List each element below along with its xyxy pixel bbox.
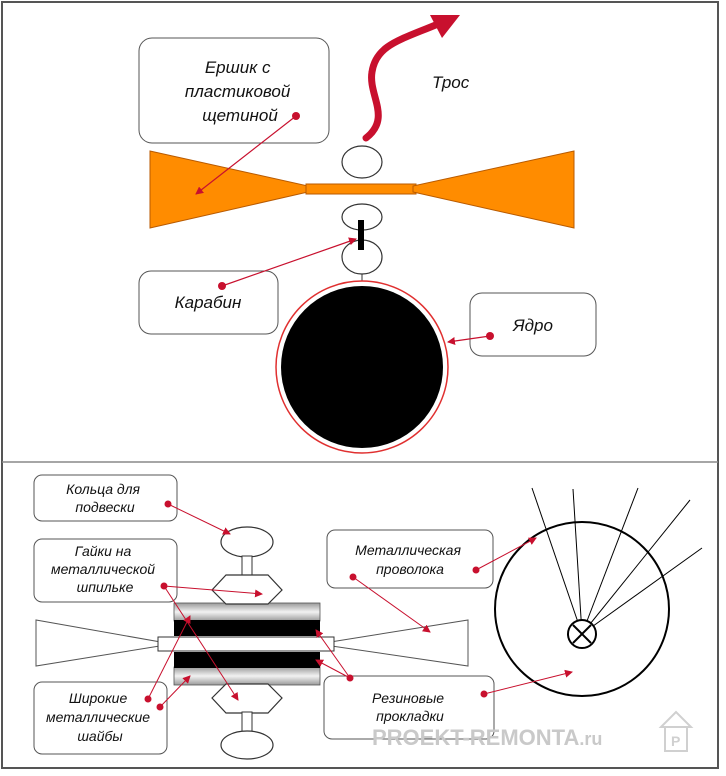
wire-wheel [494,521,670,697]
cable-line [362,20,442,142]
bottom-pointer-dots [144,500,488,711]
washer-bottom [173,666,321,686]
wire-label: Металлическая проволока [355,542,465,577]
washer-top [173,602,321,622]
ring-stem-top [241,555,253,577]
washers-label-box [33,681,168,755]
house-logo-icon: P [658,710,694,752]
nut-top [211,574,283,605]
cable-label: Трос [432,73,470,92]
watermark-text: PROEKT-REMONTA.ru [372,725,602,750]
watermark: PROEKT-REMONTA.ru P [372,710,694,752]
rings-label-box [33,474,178,522]
hanging-ring-top [220,526,274,558]
wire-strands [531,487,703,635]
carabiner-bar [358,220,364,250]
washers-label: Широкие металлические шайбы [46,690,154,744]
brush-label-box [138,37,330,144]
core-ball [281,286,443,448]
nuts-label: Гайки на металлической шпильке [51,543,159,595]
svg-text:P: P [671,733,680,749]
threaded-rod [157,636,335,652]
cable-arrowhead [430,15,460,38]
core-label: Ядро [512,316,553,335]
brush-shape [149,150,575,229]
top-diagram: Ершик с пластиковой щетиной Трос Карабин… [138,15,597,454]
top-pointers [195,115,491,345]
wire-label-box [326,529,494,589]
gasket-bottom [174,652,320,668]
gasket-top [174,620,320,636]
carabiner-label: Карабин [175,293,242,312]
rings-label: Кольца для подвески [66,481,144,515]
nut-bottom [211,683,283,714]
gaskets-label: Резиновые прокладки [372,690,448,724]
bottom-pointers [147,503,573,708]
bottom-diagram: Кольца для подвески Гайки на металлическ… [33,474,703,760]
wheel-hub-cross [572,624,592,644]
brush-label: Ершик с пластиковой щетиной [185,58,295,125]
hanging-ring-bottom [220,730,274,760]
core-label-box [469,292,597,357]
gaskets-label-box [323,675,495,740]
nuts-label-box [33,538,178,603]
top-pointer-dots [218,112,494,340]
carabiner-label-box [138,270,279,335]
top-ring [341,145,383,179]
